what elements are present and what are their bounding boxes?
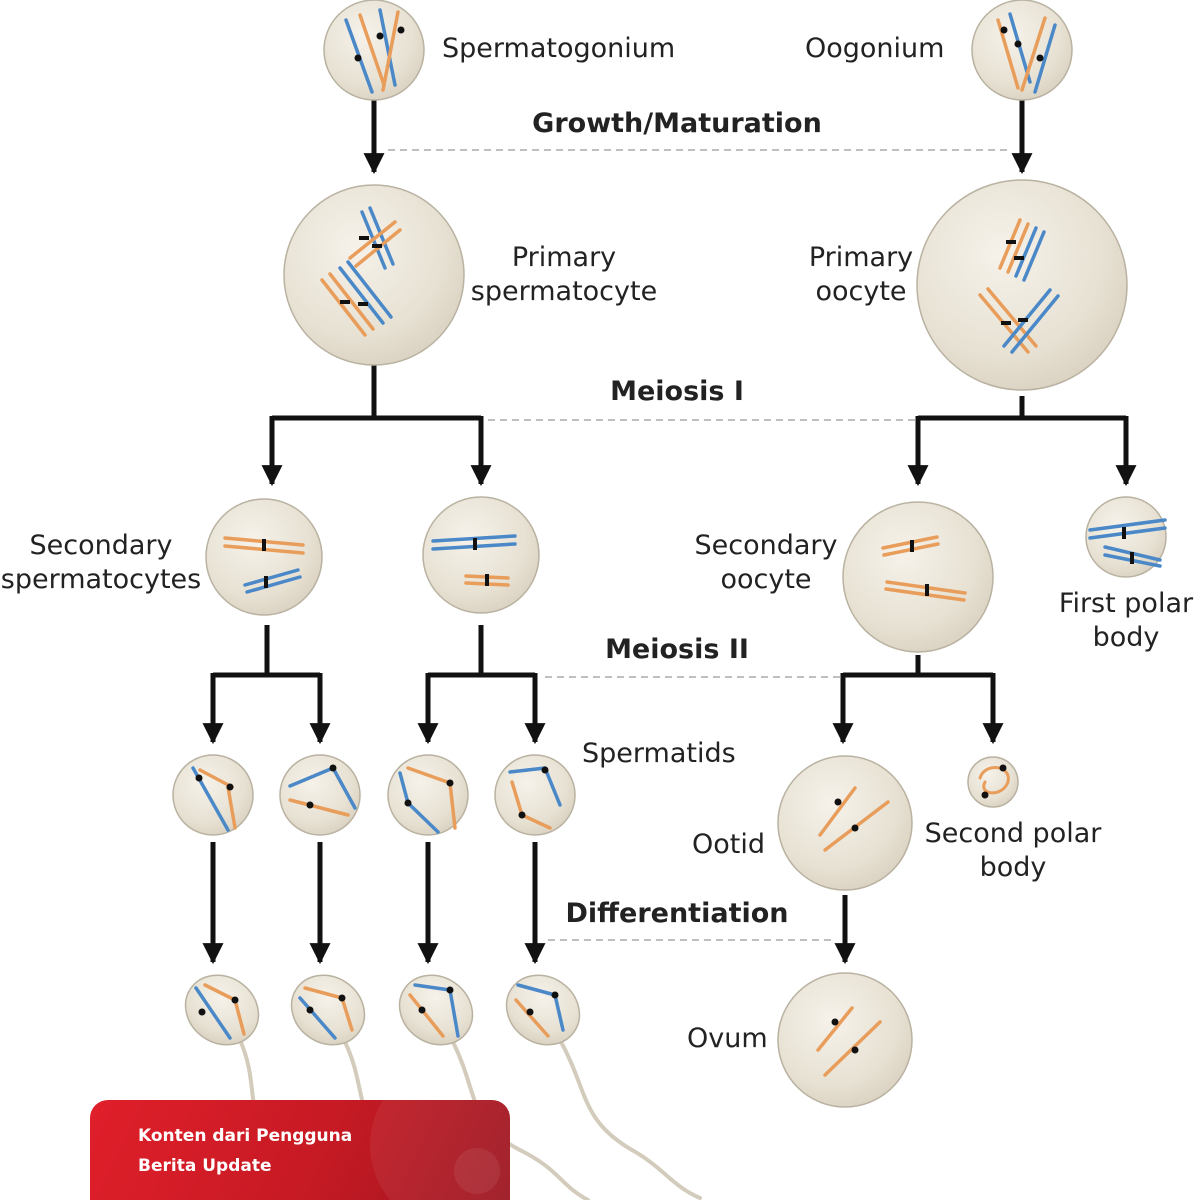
badge-decoration — [370, 1100, 510, 1200]
label-primary-spermatocyte-1: Primary — [512, 242, 616, 273]
cell-labels: Spermatogonium Oogonium Primary spermato… — [1, 33, 1194, 1054]
primary-oocyte-cell — [916, 179, 1128, 391]
label-secondary-oocyte-1: Secondary — [695, 530, 838, 561]
sperm-head — [290, 974, 366, 1046]
spermatid-cell — [172, 754, 254, 836]
stage-labels: Growth/Maturation Meiosis I Meiosis II D… — [532, 108, 822, 929]
label-primary-spermatocyte-2: spermatocyte — [471, 276, 657, 307]
label-primary-oocyte-2: oocyte — [815, 276, 906, 307]
sperm-head — [184, 974, 260, 1046]
label-secondary-spermatocytes-1: Secondary — [30, 530, 173, 561]
ootid-cell — [777, 755, 913, 891]
label-secondary-oocyte-2: oocyte — [720, 564, 811, 595]
primary-spermatocyte-cell — [283, 184, 465, 366]
stage-meiosis-2: Meiosis II — [605, 634, 749, 665]
centromeres — [195, 26, 1134, 1054]
spermatid-cell — [387, 754, 469, 836]
stage-guides — [388, 149, 1010, 941]
second-polar-body-cell — [967, 756, 1019, 808]
secondary-spermatocyte-cell — [422, 496, 540, 614]
label-first-polar-body-1: First polar — [1059, 588, 1194, 619]
badge-line-2: Berita Update — [138, 1156, 272, 1176]
stage-differentiation: Differentiation — [565, 898, 788, 929]
label-second-polar-body-2: body — [980, 852, 1047, 883]
label-second-polar-body-1: Second polar — [925, 818, 1103, 849]
badge-line-1: Konten dari Pengguna — [138, 1126, 353, 1146]
label-ootid: Ootid — [692, 829, 765, 860]
spermatogonium-cell — [323, 0, 425, 101]
user-content-badge: Konten dari Pengguna Berita Update — [90, 1100, 510, 1200]
sperm-head — [505, 974, 581, 1046]
cells — [172, 0, 1167, 1108]
spermatid-cell — [494, 754, 576, 836]
label-ovum: Ovum — [687, 1023, 768, 1054]
label-primary-oocyte-1: Primary — [809, 242, 913, 273]
label-spermatids: Spermatids — [582, 738, 736, 769]
label-spermatogonium: Spermatogonium — [442, 33, 675, 64]
secondary-oocyte-cell — [842, 501, 994, 653]
label-oogonium: Oogonium — [805, 33, 944, 64]
flow-arrows — [202, 100, 1137, 965]
secondary-spermatocyte-cell — [205, 498, 323, 616]
label-secondary-spermatocytes-2: spermatocytes — [1, 564, 201, 595]
spermatid-cell — [279, 754, 361, 836]
label-first-polar-body-2: body — [1093, 622, 1160, 653]
badge-decoration — [454, 1148, 500, 1194]
sperm-head — [398, 974, 474, 1046]
stage-growth-maturation: Growth/Maturation — [532, 108, 822, 139]
stage-meiosis-1: Meiosis I — [610, 376, 744, 407]
ovum-cell — [777, 972, 913, 1108]
